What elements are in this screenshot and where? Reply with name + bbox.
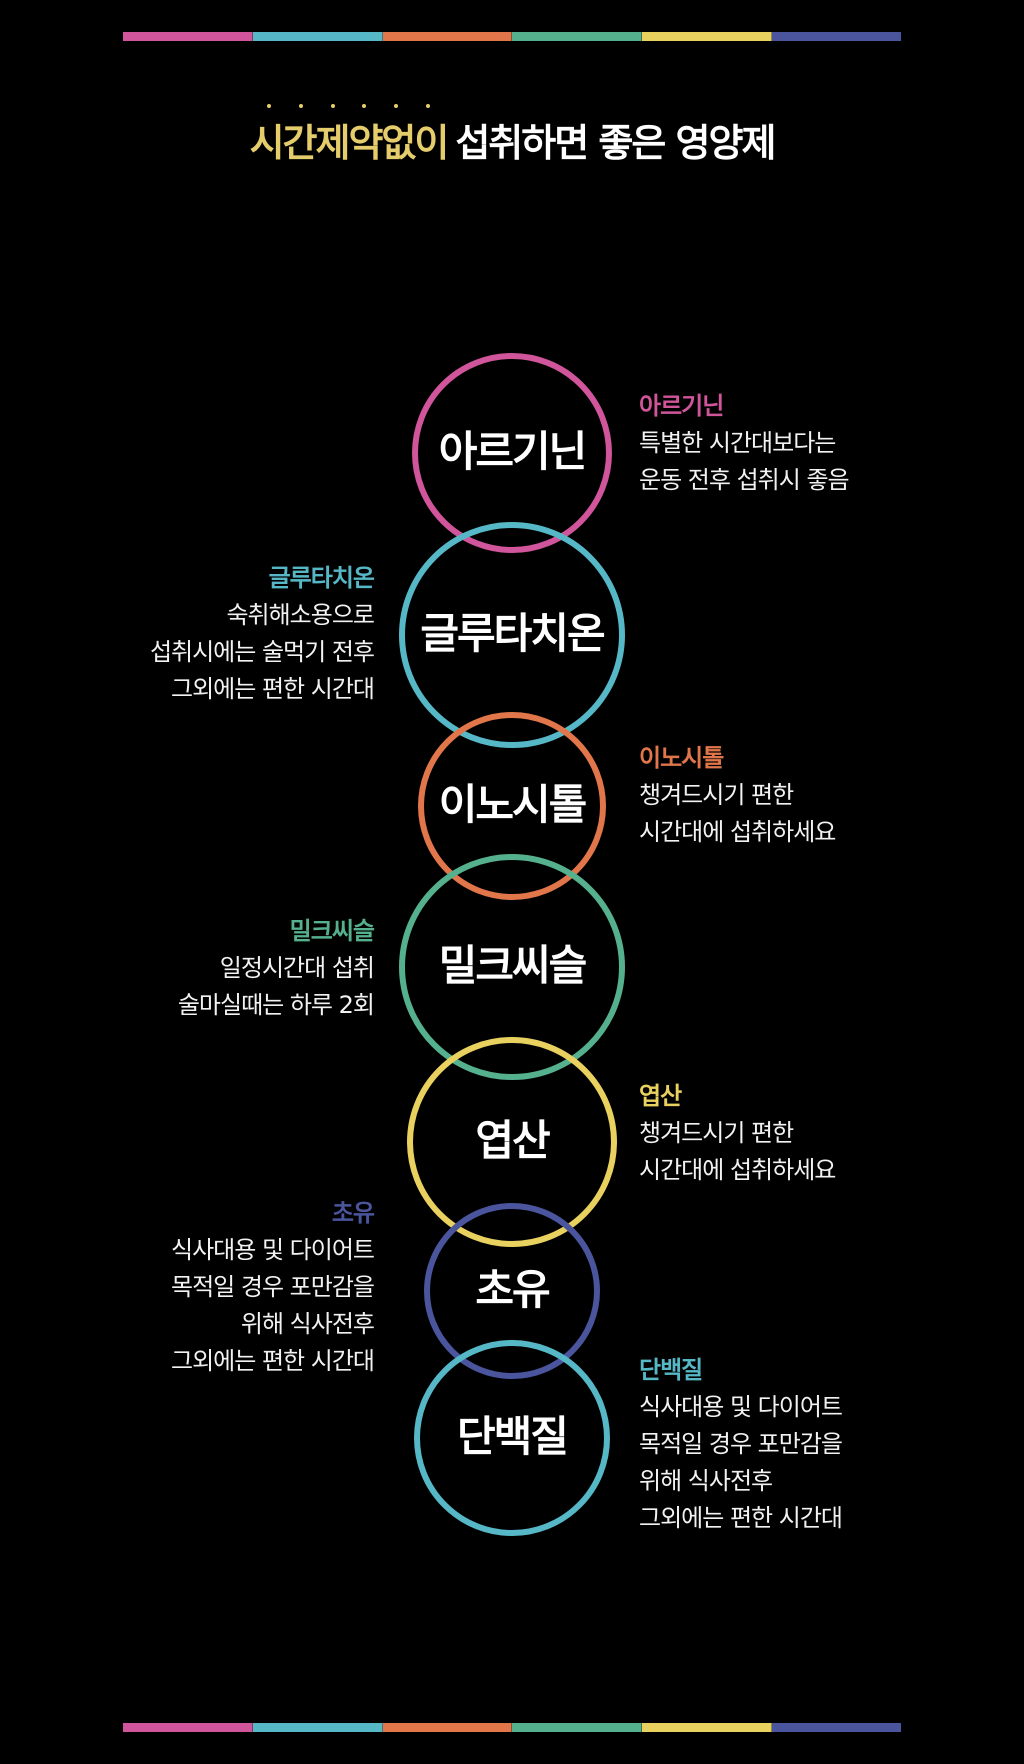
supplement-note-line: 식사대용 및 다이어트 xyxy=(171,1236,375,1264)
supplement-note-line: 섭취시에는 술먹기 전후 xyxy=(149,638,375,666)
page-title: 시간제약없이 섭취하면 좋은 영양제 xyxy=(0,104,1024,167)
supplement-note-line: 시간대에 섭취하세요 xyxy=(639,1156,836,1184)
supplement-note-title: 단백질 xyxy=(639,1356,703,1384)
color-bar-segment xyxy=(642,1723,773,1732)
supplement-note-line: 시간대에 섭취하세요 xyxy=(639,818,836,846)
supplement-note-line: 목적일 경우 포만감을 xyxy=(639,1430,843,1458)
emphasis-dot xyxy=(267,104,272,108)
emphasis-dot xyxy=(425,104,430,108)
supplement-note-title: 엽산 xyxy=(639,1082,682,1110)
supplement-ring-label: 초유 xyxy=(475,1265,550,1314)
supplement-note-line: 챙겨드시기 편한 xyxy=(639,1119,794,1147)
supplement-note-title: 글루타치온 xyxy=(268,564,375,592)
color-bar-segment xyxy=(772,32,901,41)
supplement-note-title: 아르기닌 xyxy=(639,392,724,420)
supplement-note-line: 일정시간대 섭취 xyxy=(219,954,375,982)
supplement-note-line: 식사대용 및 다이어트 xyxy=(639,1393,843,1421)
supplement-note-line: 그외에는 편한 시간대 xyxy=(171,675,375,703)
color-bar-segment xyxy=(123,32,253,41)
top-color-bar xyxy=(123,32,901,41)
color-bar-segment xyxy=(512,1723,643,1732)
emphasis-dots xyxy=(250,104,448,108)
supplement-note-line: 그외에는 편한 시간대 xyxy=(639,1504,843,1532)
color-bar-segment xyxy=(123,1723,253,1732)
bottom-color-bar xyxy=(123,1723,901,1732)
supplement-note-title: 밀크씨슬 xyxy=(289,917,375,945)
color-bar-segment xyxy=(642,32,773,41)
supplement-note-line: 술마실때는 하루 2회 xyxy=(177,991,375,1019)
supplement-note-line: 챙겨드시기 편한 xyxy=(639,781,794,809)
supplement-ring-label: 이노시톨 xyxy=(438,780,588,829)
emphasis-dot xyxy=(330,104,335,108)
supplement-ring xyxy=(414,1340,610,1536)
title-highlight: 시간제약없이 xyxy=(249,104,450,167)
title-highlight-text: 시간제약없이 xyxy=(249,121,450,165)
supplement-ring-label: 아르기닌 xyxy=(438,427,588,476)
color-bar-segment xyxy=(252,1723,383,1732)
supplement-note-title: 초유 xyxy=(331,1199,375,1227)
color-bar-segment xyxy=(252,32,383,41)
supplement-note-title: 이노시톨 xyxy=(639,744,724,772)
color-bar-segment xyxy=(512,32,643,41)
emphasis-dot xyxy=(362,104,367,108)
supplement-ring-label: 단백질 xyxy=(457,1412,569,1461)
supplement-note-line: 운동 전후 섭취시 좋음 xyxy=(639,466,850,494)
supplement-ring-label: 엽산 xyxy=(475,1116,550,1165)
supplement-note-line: 위해 식사전후 xyxy=(639,1467,773,1495)
title-rest-text: 섭취하면 좋은 영양제 xyxy=(455,121,776,165)
emphasis-dot xyxy=(299,104,303,108)
supplement-ring-label: 글루타치온 xyxy=(420,609,605,658)
supplement-note-line: 목적일 경우 포만감을 xyxy=(171,1273,375,1301)
supplement-note-line: 숙취해소용으로 xyxy=(226,601,375,629)
emphasis-dot xyxy=(393,104,398,108)
color-bar-segment xyxy=(382,1723,513,1732)
color-bar-segment xyxy=(772,1723,901,1732)
supplement-note-line: 위해 식사전후 xyxy=(240,1310,375,1338)
supplement-note-line: 특별한 시간대보다는 xyxy=(639,429,836,457)
supplement-ring-label: 밀크씨슬 xyxy=(438,941,588,990)
supplement-note-line: 그외에는 편한 시간대 xyxy=(171,1347,375,1375)
color-bar-segment xyxy=(382,32,513,41)
